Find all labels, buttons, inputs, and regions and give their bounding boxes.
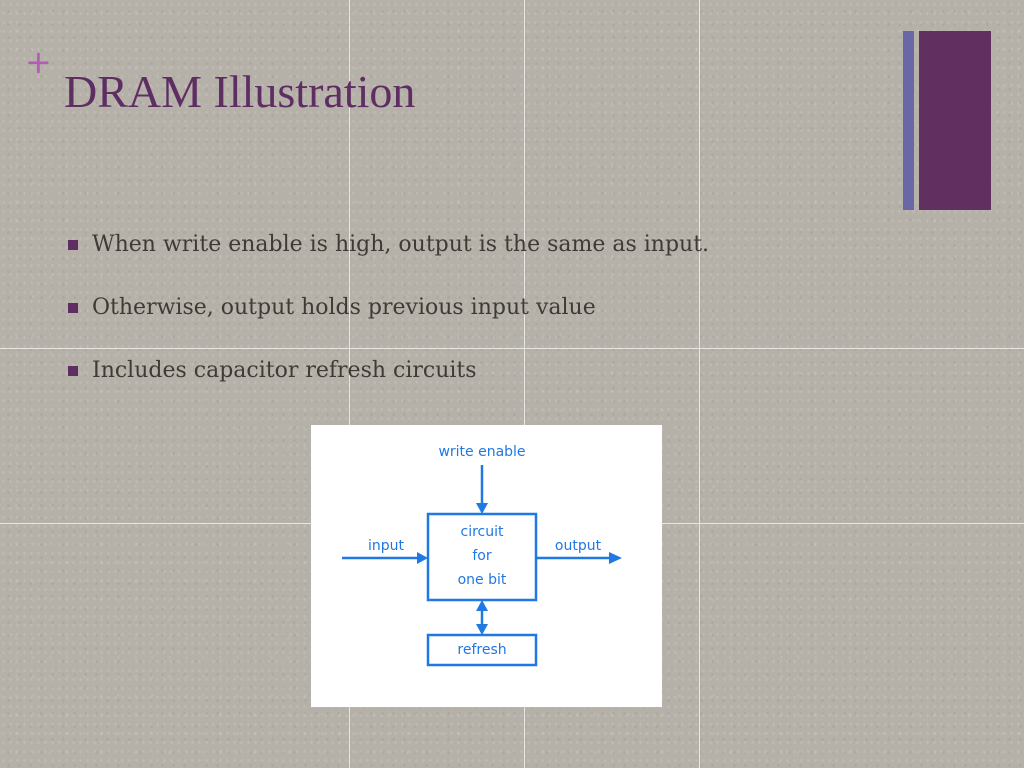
bullet-text: When write enable is high, output is the… bbox=[92, 232, 710, 257]
circuit-label-line: one bit bbox=[458, 572, 507, 588]
dram-diagram-svg: write enable circuit for one bit input o… bbox=[342, 444, 622, 667]
square-bullet-icon bbox=[68, 366, 78, 376]
plus-icon: + bbox=[25, 43, 52, 81]
grid-line bbox=[349, 0, 350, 768]
write-enable-label: write enable bbox=[438, 444, 525, 460]
circuit-label-line: circuit bbox=[461, 524, 504, 540]
bullet-list: When write enable is high, output is the… bbox=[68, 226, 888, 415]
grid-line bbox=[699, 0, 700, 768]
up-arrow-icon bbox=[476, 600, 488, 611]
bullet-item: Otherwise, output holds previous input v… bbox=[68, 289, 888, 352]
input-label: input bbox=[368, 538, 405, 554]
down-arrow-icon bbox=[476, 624, 488, 635]
bullet-text: Otherwise, output holds previous input v… bbox=[92, 295, 596, 320]
square-bullet-icon bbox=[68, 240, 78, 250]
accent-bar-thin bbox=[903, 31, 914, 210]
output-label: output bbox=[555, 538, 602, 554]
grid-line bbox=[0, 348, 1024, 349]
right-arrow-icon bbox=[417, 552, 428, 564]
slide-title: DRAM Illustration bbox=[64, 66, 416, 117]
bullet-item: Includes capacitor refresh circuits bbox=[68, 352, 888, 415]
down-arrow-icon bbox=[476, 503, 488, 514]
bullet-text: Includes capacitor refresh circuits bbox=[92, 358, 477, 383]
square-bullet-icon bbox=[68, 303, 78, 313]
refresh-box bbox=[426, 633, 538, 667]
bullet-item: When write enable is high, output is the… bbox=[68, 226, 888, 289]
refresh-label: refresh bbox=[457, 642, 506, 658]
accent-bar-thick bbox=[919, 31, 991, 210]
circuit-label-line: for bbox=[472, 548, 491, 564]
right-arrow-icon bbox=[609, 552, 622, 564]
dram-diagram: write enable circuit for one bit input o… bbox=[311, 425, 662, 707]
grid-line bbox=[524, 0, 525, 768]
